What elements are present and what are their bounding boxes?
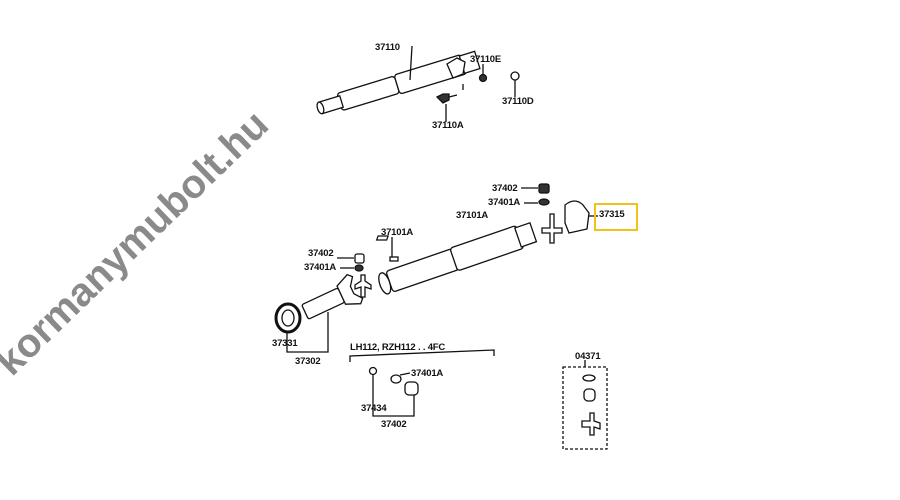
- slip-yoke: [301, 273, 364, 320]
- part-label-37110e[interactable]: 37110E: [470, 54, 502, 65]
- part-label-37302[interactable]: 37302: [295, 356, 321, 367]
- part-label-37101a-left[interactable]: 37101A: [381, 227, 414, 238]
- part-label-37110a[interactable]: 37110A: [432, 120, 464, 131]
- part-label-37402-top[interactable]: 37402: [492, 183, 518, 194]
- part-label-37401a-left[interactable]: 37401A: [304, 262, 337, 273]
- part-label-37402-kit[interactable]: 37402: [381, 419, 407, 430]
- part-label-37434[interactable]: 37434: [361, 403, 387, 414]
- highlight-box: [594, 203, 638, 231]
- variant-label: LH112, RZH112 . . 4FC: [350, 342, 446, 353]
- part-label-37401a-top[interactable]: 37401A: [488, 197, 521, 208]
- part-label-37110[interactable]: 37110: [375, 42, 400, 53]
- part-label-37401a-kit[interactable]: 37401A: [411, 368, 444, 379]
- part-label-37402-left[interactable]: 37402: [308, 248, 334, 259]
- part-label-04371[interactable]: 04371: [575, 351, 601, 362]
- part-label-37101a-right[interactable]: 37101A: [456, 210, 489, 221]
- lower-propeller-shaft: [378, 221, 538, 295]
- part-label-37331[interactable]: 37331: [272, 338, 298, 349]
- part-label-37110d[interactable]: 37110D: [502, 96, 534, 107]
- part-label-37315[interactable]: 37315: [599, 209, 625, 220]
